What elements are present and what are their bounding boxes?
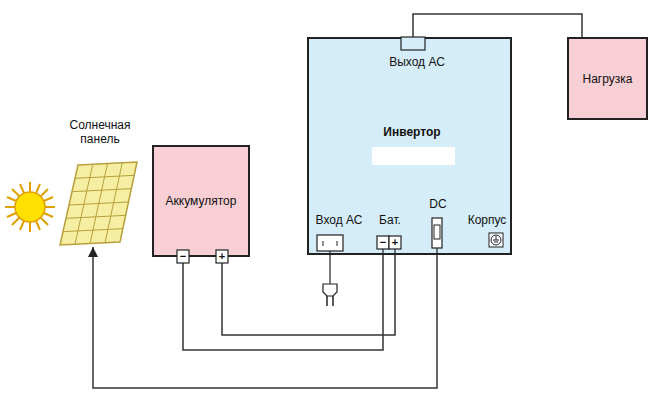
wire bbox=[93, 247, 437, 388]
wire bbox=[413, 14, 582, 37]
port-label: Корпус bbox=[468, 213, 507, 227]
port-label: Выход АС bbox=[389, 55, 445, 69]
box-label: Нагрузка bbox=[583, 72, 633, 86]
terminal-sign: + bbox=[392, 237, 398, 248]
panel-label: Солнечная панель bbox=[60, 118, 140, 146]
inverter-title: Инвертор bbox=[383, 125, 440, 139]
box-label: Аккумулятор bbox=[166, 194, 237, 208]
battery-box: Аккумулятор bbox=[152, 145, 250, 257]
terminal-sign: − bbox=[180, 251, 186, 262]
port-label: DC bbox=[429, 197, 446, 211]
sun-icon bbox=[5, 182, 55, 232]
port-label: Бат. bbox=[379, 213, 401, 227]
load-box: Нагрузка bbox=[567, 37, 648, 120]
solar-panel: Солнечная панель bbox=[55, 118, 145, 246]
wire bbox=[222, 255, 395, 335]
port-label: Вход АС bbox=[316, 213, 363, 227]
inverter-box: Инвертор Выход АС Вход АС Бат. DC Корпус bbox=[307, 37, 512, 255]
terminal-sign: + bbox=[219, 251, 225, 262]
terminal-sign: − bbox=[380, 237, 386, 248]
